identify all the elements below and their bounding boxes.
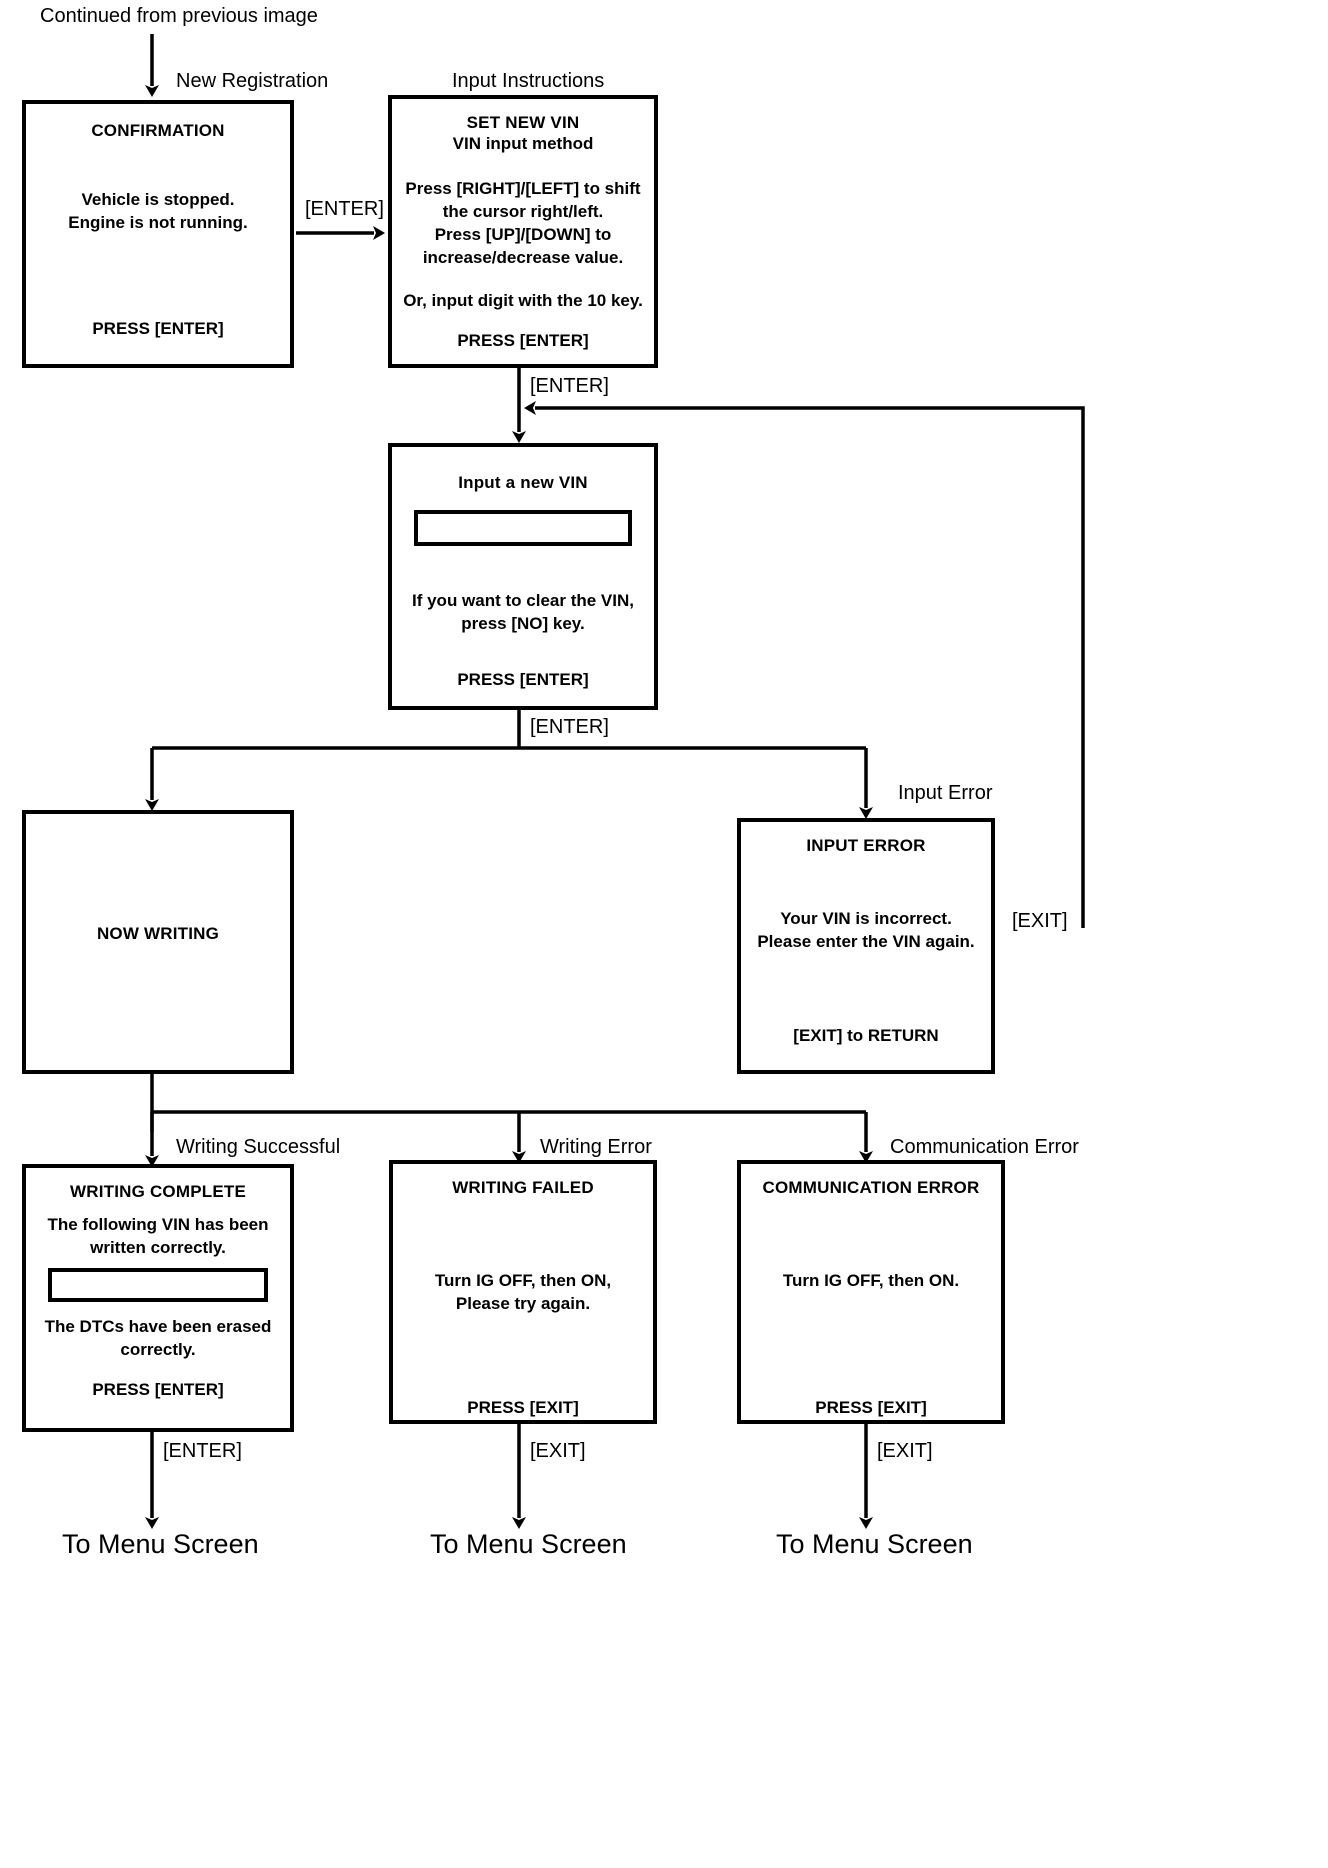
input-error-body-line-2: Please enter the VIN again. [757, 931, 975, 951]
writing-failed-body-line-1: Turn IG OFF, then ON, [434, 1271, 612, 1290]
confirmation-body-line-1: Vehicle is stopped. [81, 190, 235, 209]
writing-failed-title: WRITING FAILED [452, 1178, 594, 1197]
set-new-vin-body-line-4: increase/decrease value. [422, 247, 624, 267]
node-set-new-vin: SET NEW VIN VIN input method Press [RIGH… [388, 95, 658, 368]
caption-communication-error: Communication Error [890, 1136, 1079, 1158]
input-error-title: INPUT ERROR [806, 836, 926, 855]
writing-complete-body-top-1: The following VIN has been [47, 1215, 269, 1234]
writing-complete-footer: PRESS [ENTER] [92, 1379, 224, 1399]
input-error-body-line-1: Your VIN is incorrect. [780, 909, 952, 928]
writing-failed-footer: PRESS [EXIT] [467, 1397, 579, 1417]
input-new-vin-footer: PRESS [ENTER] [457, 669, 589, 689]
input-error-footer: [EXIT] to RETURN [793, 1025, 939, 1045]
entry-note: Continued from previous image [40, 5, 318, 27]
caption-new-registration: New Registration [176, 70, 329, 92]
writing-complete-body-top-2: written correctly. [90, 1237, 226, 1257]
terminal-menu-right: To Menu Screen [776, 1529, 973, 1559]
caption-input-error: Input Error [898, 782, 993, 804]
edge-label-failed-exit: [EXIT] [530, 1440, 586, 1462]
writing-failed-body-line-2: Please try again. [455, 1293, 591, 1313]
set-new-vin-subtitle: VIN input method [452, 134, 594, 153]
confirmation-body-line-2: Engine is not running. [68, 212, 248, 232]
input-new-vin-body-line-1: If you want to clear the VIN, [412, 591, 634, 610]
communication-error-body-line-1: Turn IG OFF, then ON. [782, 1271, 960, 1290]
node-confirmation: CONFIRMATION Vehicle is stopped. Engine … [22, 100, 294, 368]
communication-error-title: COMMUNICATION ERROR [762, 1178, 980, 1197]
vin-input-field[interactable] [414, 510, 632, 546]
node-input-new-vin: Input a new VIN If you want to clear the… [388, 443, 658, 710]
terminal-menu-center: To Menu Screen [430, 1529, 627, 1559]
edge-label-input-error-exit: [EXIT] [1012, 910, 1068, 932]
written-vin-field [48, 1267, 268, 1302]
node-writing-failed: WRITING FAILED Turn IG OFF, then ON, Ple… [389, 1160, 657, 1424]
edge-label-comm-error-exit: [EXIT] [877, 1440, 933, 1462]
set-new-vin-footer: PRESS [ENTER] [457, 330, 589, 350]
edge-label-confirmation-enter: [ENTER] [305, 198, 384, 220]
node-writing-complete: WRITING COMPLETE The following VIN has b… [22, 1164, 294, 1432]
caption-input-instructions: Input Instructions [452, 70, 605, 92]
caption-writing-error: Writing Error [540, 1136, 652, 1158]
input-new-vin-body-line-2: press [NO] key. [461, 613, 585, 633]
communication-error-footer: PRESS [EXIT] [815, 1397, 927, 1417]
caption-writing-successful: Writing Successful [176, 1136, 341, 1158]
terminal-menu-left: To Menu Screen [62, 1529, 259, 1559]
set-new-vin-body-line-3: Press [UP]/[DOWN] to [434, 224, 612, 244]
node-input-error: INPUT ERROR Your VIN is incorrect. Pleas… [737, 818, 995, 1074]
set-new-vin-note: Or, input digit with the 10 key. [403, 290, 643, 310]
set-new-vin-body-line-1: Press [RIGHT]/[LEFT] to shift [405, 178, 641, 198]
writing-complete-body-bottom-1: The DTCs have been erased [44, 1316, 272, 1336]
edge-label-input-enter: [ENTER] [530, 716, 609, 738]
node-now-writing: NOW WRITING [22, 810, 294, 1074]
confirmation-footer: PRESS [ENTER] [92, 318, 224, 338]
set-new-vin-title: SET NEW VIN [466, 113, 580, 132]
edge-label-instructions-enter: [ENTER] [530, 375, 609, 397]
set-new-vin-body-line-2: the cursor right/left. [442, 201, 604, 221]
node-communication-error: COMMUNICATION ERROR Turn IG OFF, then ON… [737, 1160, 1005, 1424]
writing-complete-title: WRITING COMPLETE [69, 1182, 247, 1201]
input-new-vin-title: Input a new VIN [458, 473, 588, 492]
now-writing-title: NOW WRITING [96, 924, 220, 943]
writing-complete-body-bottom-2: correctly. [120, 1339, 196, 1359]
confirmation-title: CONFIRMATION [91, 121, 225, 140]
edge-label-complete-enter: [ENTER] [163, 1440, 242, 1462]
